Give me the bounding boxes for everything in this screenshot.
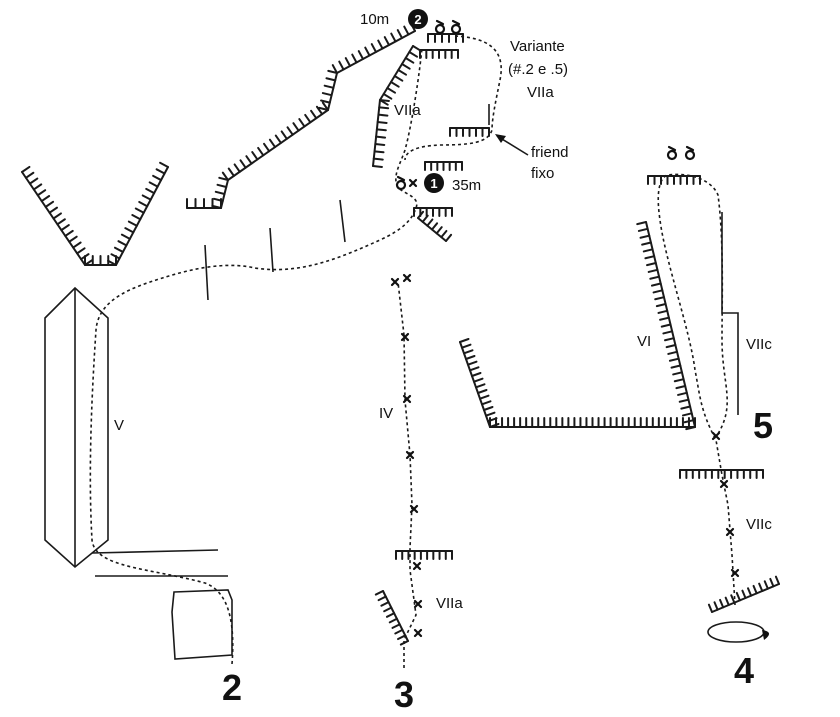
route-2-grade: V [114,417,124,434]
bolt-icon [408,178,418,188]
route-number-2: 2 [222,667,242,708]
route-2-line [89,47,423,665]
route5-dihedral-wall [636,221,696,431]
bolt-icon [413,599,423,609]
pitch-2-grade: VIIa [394,102,421,119]
route-3-grade-upper: IV [379,405,393,422]
variant-grade: VIIa [527,84,554,101]
route5-dihedral-base [459,338,696,428]
friend-arrow-icon [495,134,529,156]
bolt-icon [405,450,415,460]
route-number-3: 3 [394,674,414,715]
upper-roof-feature [186,22,416,209]
route-5-line [657,173,736,606]
bolt-icon [402,394,412,404]
bolt-icon [711,431,721,441]
start-ledge-route4 [707,575,780,613]
boulder-outline [171,589,233,660]
ledge-top [419,49,459,59]
bolt-icon [413,628,423,638]
belay-1-marker [424,173,444,193]
ledge-route5-anchor [647,175,701,185]
variant-title: Variante [510,38,565,55]
route-4-grade: VIIc [746,516,772,533]
arete-belay1 [417,210,453,242]
bolt-icon [402,273,412,283]
belay-2-marker [408,9,428,29]
base-ledge [91,549,219,554]
belay-1-distance: 35m [452,177,481,194]
belay-1-number: 1 [430,176,437,191]
belay-2-distance: 10m [360,11,389,28]
ledge-route4 [679,469,764,479]
ledge-anchor-top [427,33,464,43]
ledge-belay1-upper [424,161,463,171]
pillar-outline [44,286,109,569]
route-5-grade-left: VI [637,333,651,350]
bolt-icon [730,568,740,578]
crack-lines [204,199,346,301]
route-number-4: 4 [734,650,754,691]
start-boulder [707,621,765,643]
bolt-icon [725,527,735,537]
variant-line [404,35,502,161]
anchor-rings-belay1 [395,175,407,191]
bolts [390,178,740,638]
variant-gear: (#.2 e .5) [508,61,568,78]
friend-label-1: friend [531,144,569,161]
rock-features [21,22,780,646]
rock-outlines [44,104,770,660]
v-corner-feature [21,161,169,266]
bolt-icon [719,479,729,489]
ledge-friend [449,127,490,137]
route-5-grade-right: VIIc [746,336,772,353]
belay-2-number: 2 [414,12,421,27]
belay-anchors [395,19,696,191]
bolt-icon [412,561,422,571]
upper-arete-feature [372,45,422,168]
bolt-icon [390,277,400,287]
anchor-rings-route5 [666,145,696,161]
bolt-icon [400,332,410,342]
bolt-icon [409,504,419,514]
route-lines [89,35,736,668]
route-3-grade-lower: VIIa [436,595,463,612]
route-number-5: 5 [753,405,773,446]
route-3-line [397,281,417,668]
flake-route3 [374,590,409,646]
friend-label-2: fixo [531,165,554,182]
ledge-route3 [395,550,453,560]
anchor-rings-top [434,19,462,35]
corner-line [721,212,739,415]
